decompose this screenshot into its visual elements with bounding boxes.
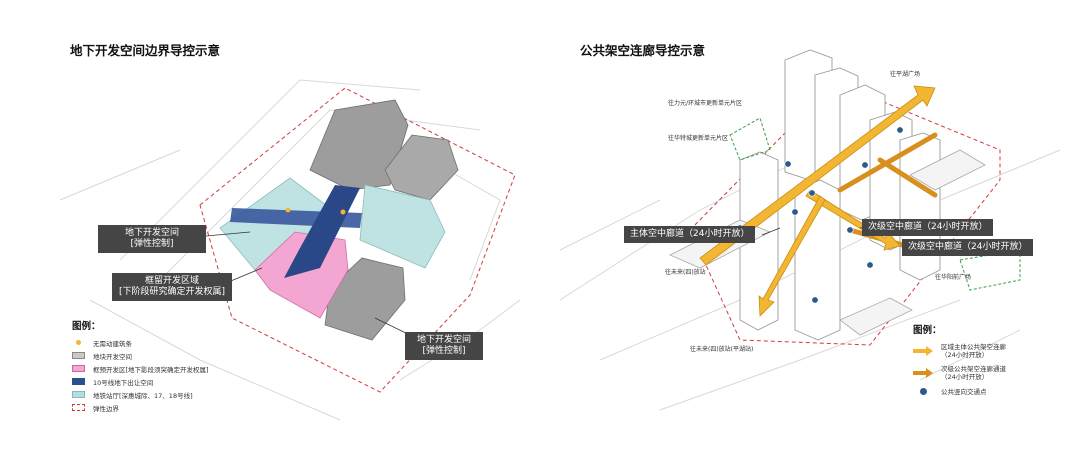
podium xyxy=(839,297,913,336)
legend-item: 次级公共架空连廊通道 （24小时开放） xyxy=(913,362,1006,384)
legend-item: 区域主体公共架空连廊 （24小时开放） xyxy=(913,340,1006,362)
tower xyxy=(794,179,841,341)
tower xyxy=(899,132,941,281)
vertical-circulation-point xyxy=(808,189,816,197)
line10-corridor-ns xyxy=(284,185,360,278)
vertical-circulation-point xyxy=(784,160,792,168)
legend-title: 图例： xyxy=(913,325,942,336)
callout-secondary-skywalk-2: 次级空中廊道（24小时开放） xyxy=(902,239,1034,256)
callout-main-skywalk: 主体空中廊道（24小时开放） xyxy=(624,226,756,243)
legend-item: 弹性边界 xyxy=(72,401,209,414)
legend-swatch-gray xyxy=(72,352,85,359)
renewal-zone-east xyxy=(959,249,1021,291)
secondary-skywalk-segment xyxy=(877,157,938,198)
underground-diagram xyxy=(59,79,521,421)
vertical-circulation-point xyxy=(861,161,869,169)
station-hall-east xyxy=(359,184,446,269)
panel-title-skywalk: 公共架空连廊导控示意 xyxy=(580,43,706,58)
elastic-boundary xyxy=(199,87,516,393)
marker-dot xyxy=(340,209,346,215)
vertical-circulation-point xyxy=(811,296,819,304)
callout-reserved-area: 框留开发区域 [下阶段研究确定开发权属] xyxy=(112,273,232,301)
legend-arrow-icon xyxy=(913,368,933,378)
callout-secondary-skywalk-1: 次级空中廊道（24小时开放） xyxy=(862,219,994,236)
context-roads xyxy=(59,79,521,421)
legend-underground: 图例： 无需动建筑条 地块开发空间 框预开发区[地下影段须突确定开发权属] 10… xyxy=(72,318,209,414)
legend-swatch-blue xyxy=(72,378,85,385)
skywalk-panel: 公共架空连廊导控示意 xyxy=(540,0,1080,452)
legend-item: 10号线地下出让空间 xyxy=(72,375,209,388)
legend-title: 图例： xyxy=(72,321,101,332)
vertical-circulation-point xyxy=(866,261,874,269)
vertical-circulation-point xyxy=(791,208,799,216)
legend-item: 地铁站厅[深惠城际、17、18号线] xyxy=(72,388,209,401)
skywalk-diagram xyxy=(559,49,1061,411)
underground-space-panel: 地下开发空间边界导控示意 地下开发空间 xyxy=(59,43,521,421)
legend-skywalk: 图例： 区域主体公共架空连廊 （24小时开放） 次级公共架空连廊通道 （24小时… xyxy=(913,322,1006,398)
vertical-circulation-point xyxy=(896,126,904,134)
legend-swatch-yellow-dot xyxy=(72,339,85,346)
marker-dot xyxy=(285,207,291,213)
podium xyxy=(909,149,986,191)
renewal-zone-west xyxy=(729,117,771,161)
vertical-circulation-point xyxy=(846,226,854,234)
legend-item: 地块开发空间 xyxy=(72,349,209,362)
callout-underground-space-2: 地下开发空间 [弹性控制] xyxy=(405,332,483,360)
callout-underground-space-1: 地下开发空间 [弹性控制] xyxy=(98,225,206,253)
label-plaza-top: 往平湖广场 xyxy=(890,71,921,78)
legend-item: 框预开发区[地下影段须突确定开发权属] xyxy=(72,362,209,375)
legend-swatch-pink xyxy=(72,365,85,372)
legend-arrow-icon xyxy=(913,346,933,356)
plot-block-south xyxy=(324,257,406,341)
label-urban-renewal-2: 往华特城更新单元片区 xyxy=(668,135,729,142)
legend-swatch-teal xyxy=(72,391,85,398)
label-urban-renewal-1: 往力元/环城市更新单元片区 xyxy=(668,100,743,107)
legend-swatch-dash xyxy=(72,404,85,411)
label-south-west: 往未来(四)放站 xyxy=(665,269,706,276)
main-skywalk-branch-south xyxy=(758,195,826,317)
vertical-circulation-points xyxy=(736,126,904,304)
plot-block-northeast xyxy=(384,134,459,201)
legend-dot-icon xyxy=(913,387,933,395)
elastic-boundary xyxy=(689,81,1001,346)
tower xyxy=(739,151,779,331)
legend-item: 公共竖向交通点 xyxy=(913,384,1006,398)
legend-item: 无需动建筑条 xyxy=(72,336,209,349)
panel-title-underground: 地下开发空间边界导控示意 xyxy=(70,43,221,58)
label-south: 往未来(四)放站(平湖站) xyxy=(690,346,754,353)
label-south-east: 往华阳前广场 xyxy=(935,274,972,281)
